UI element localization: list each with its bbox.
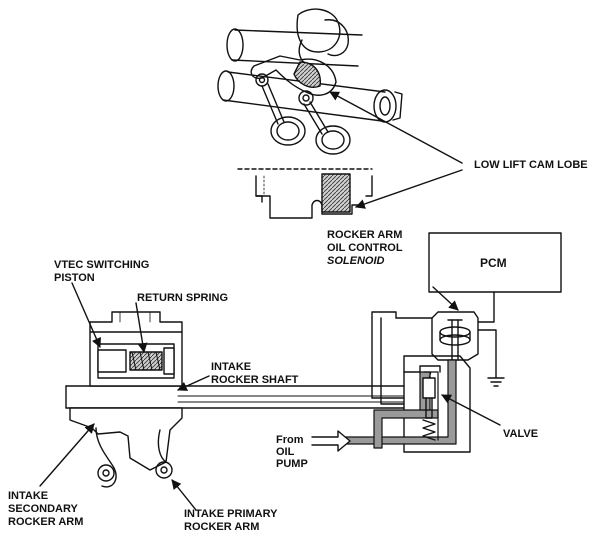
oil-inlet-arrow-icon — [311, 430, 351, 452]
low-lift-leader-2 — [355, 169, 463, 209]
from-oil-pump-label-line1: From — [276, 434, 304, 446]
rocker-shaft-leader — [177, 375, 210, 391]
intake-secondary-label-line2: SECONDARY — [8, 503, 78, 515]
return-spring-leader — [135, 302, 148, 353]
solenoid-leader — [432, 286, 459, 311]
intake-rocker-shaft-label-line2: ROCKER SHAFT — [211, 374, 299, 386]
vtec-piston-leader — [71, 282, 101, 348]
pcm-wire-1 — [477, 291, 495, 323]
vtec-switching-label-line2: PISTON — [54, 272, 95, 284]
cam-lobe-section — [237, 168, 373, 219]
intake-secondary-label-line1: INTAKE — [8, 490, 49, 502]
intake-primary-label-line2: ROCKER ARM — [184, 521, 260, 533]
from-oil-pump-label-line2: OIL — [276, 446, 295, 458]
intake-secondary-label-line3: ROCKER ARM — [8, 516, 84, 528]
camshaft-iso-view — [217, 8, 403, 155]
return-spring-label: RETURN SPRING — [137, 292, 229, 304]
pcm-box — [428, 232, 562, 293]
oil-control-solenoid — [431, 311, 479, 361]
low-lift-leader-1 — [329, 91, 463, 164]
intake-rocker-shaft-label-line1: INTAKE — [211, 361, 252, 373]
intake-rocker-shaft — [65, 385, 405, 409]
rocker-arm-label-line2: OIL CONTROL — [327, 242, 403, 254]
intake-primary-label-line1: INTAKE PRIMARY — [184, 508, 278, 520]
secondary-arm-leader — [39, 423, 95, 487]
frame-lines — [371, 311, 433, 319]
pcm-label: PCM — [480, 256, 507, 270]
spool-valve — [420, 371, 436, 441]
valve-label: VALVE — [503, 428, 539, 440]
primary-arm-leader — [171, 479, 197, 511]
feed-pipes — [371, 317, 382, 399]
vtec-switching-label-line1: VTEC SWITCHING — [54, 259, 150, 271]
valve-leader — [441, 394, 501, 426]
rocker-arm-section — [69, 311, 183, 488]
low-lift-cam-lobe-label: LOW LIFT CAM LOBE — [474, 159, 588, 171]
pcm-wire-2 — [477, 329, 497, 379]
ground-symbol-icon — [487, 377, 505, 387]
rocker-arm-label-line1: ROCKER ARM — [327, 229, 403, 241]
from-oil-pump-label-line3: PUMP — [276, 458, 308, 470]
rocker-arm-label-line3: SOLENOID — [327, 255, 385, 267]
